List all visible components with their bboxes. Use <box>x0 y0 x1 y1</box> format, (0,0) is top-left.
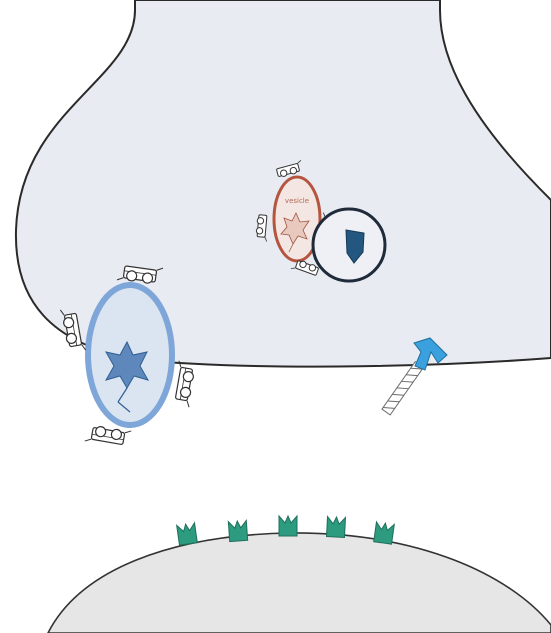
tether-protein-icon <box>171 361 196 407</box>
postsynaptic-receptor-icon <box>177 523 198 545</box>
postsynaptic-terminal <box>48 533 551 633</box>
membrane-compartment-icon <box>313 209 385 281</box>
postsynaptic-receptor-icon <box>279 516 297 536</box>
postsynaptic-receptor-icon <box>326 517 345 538</box>
postsynaptic-receptor-icon <box>374 522 395 544</box>
postsynaptic-receptor-icon <box>228 520 247 541</box>
small-vesicle-label: vesicle <box>285 197 309 205</box>
